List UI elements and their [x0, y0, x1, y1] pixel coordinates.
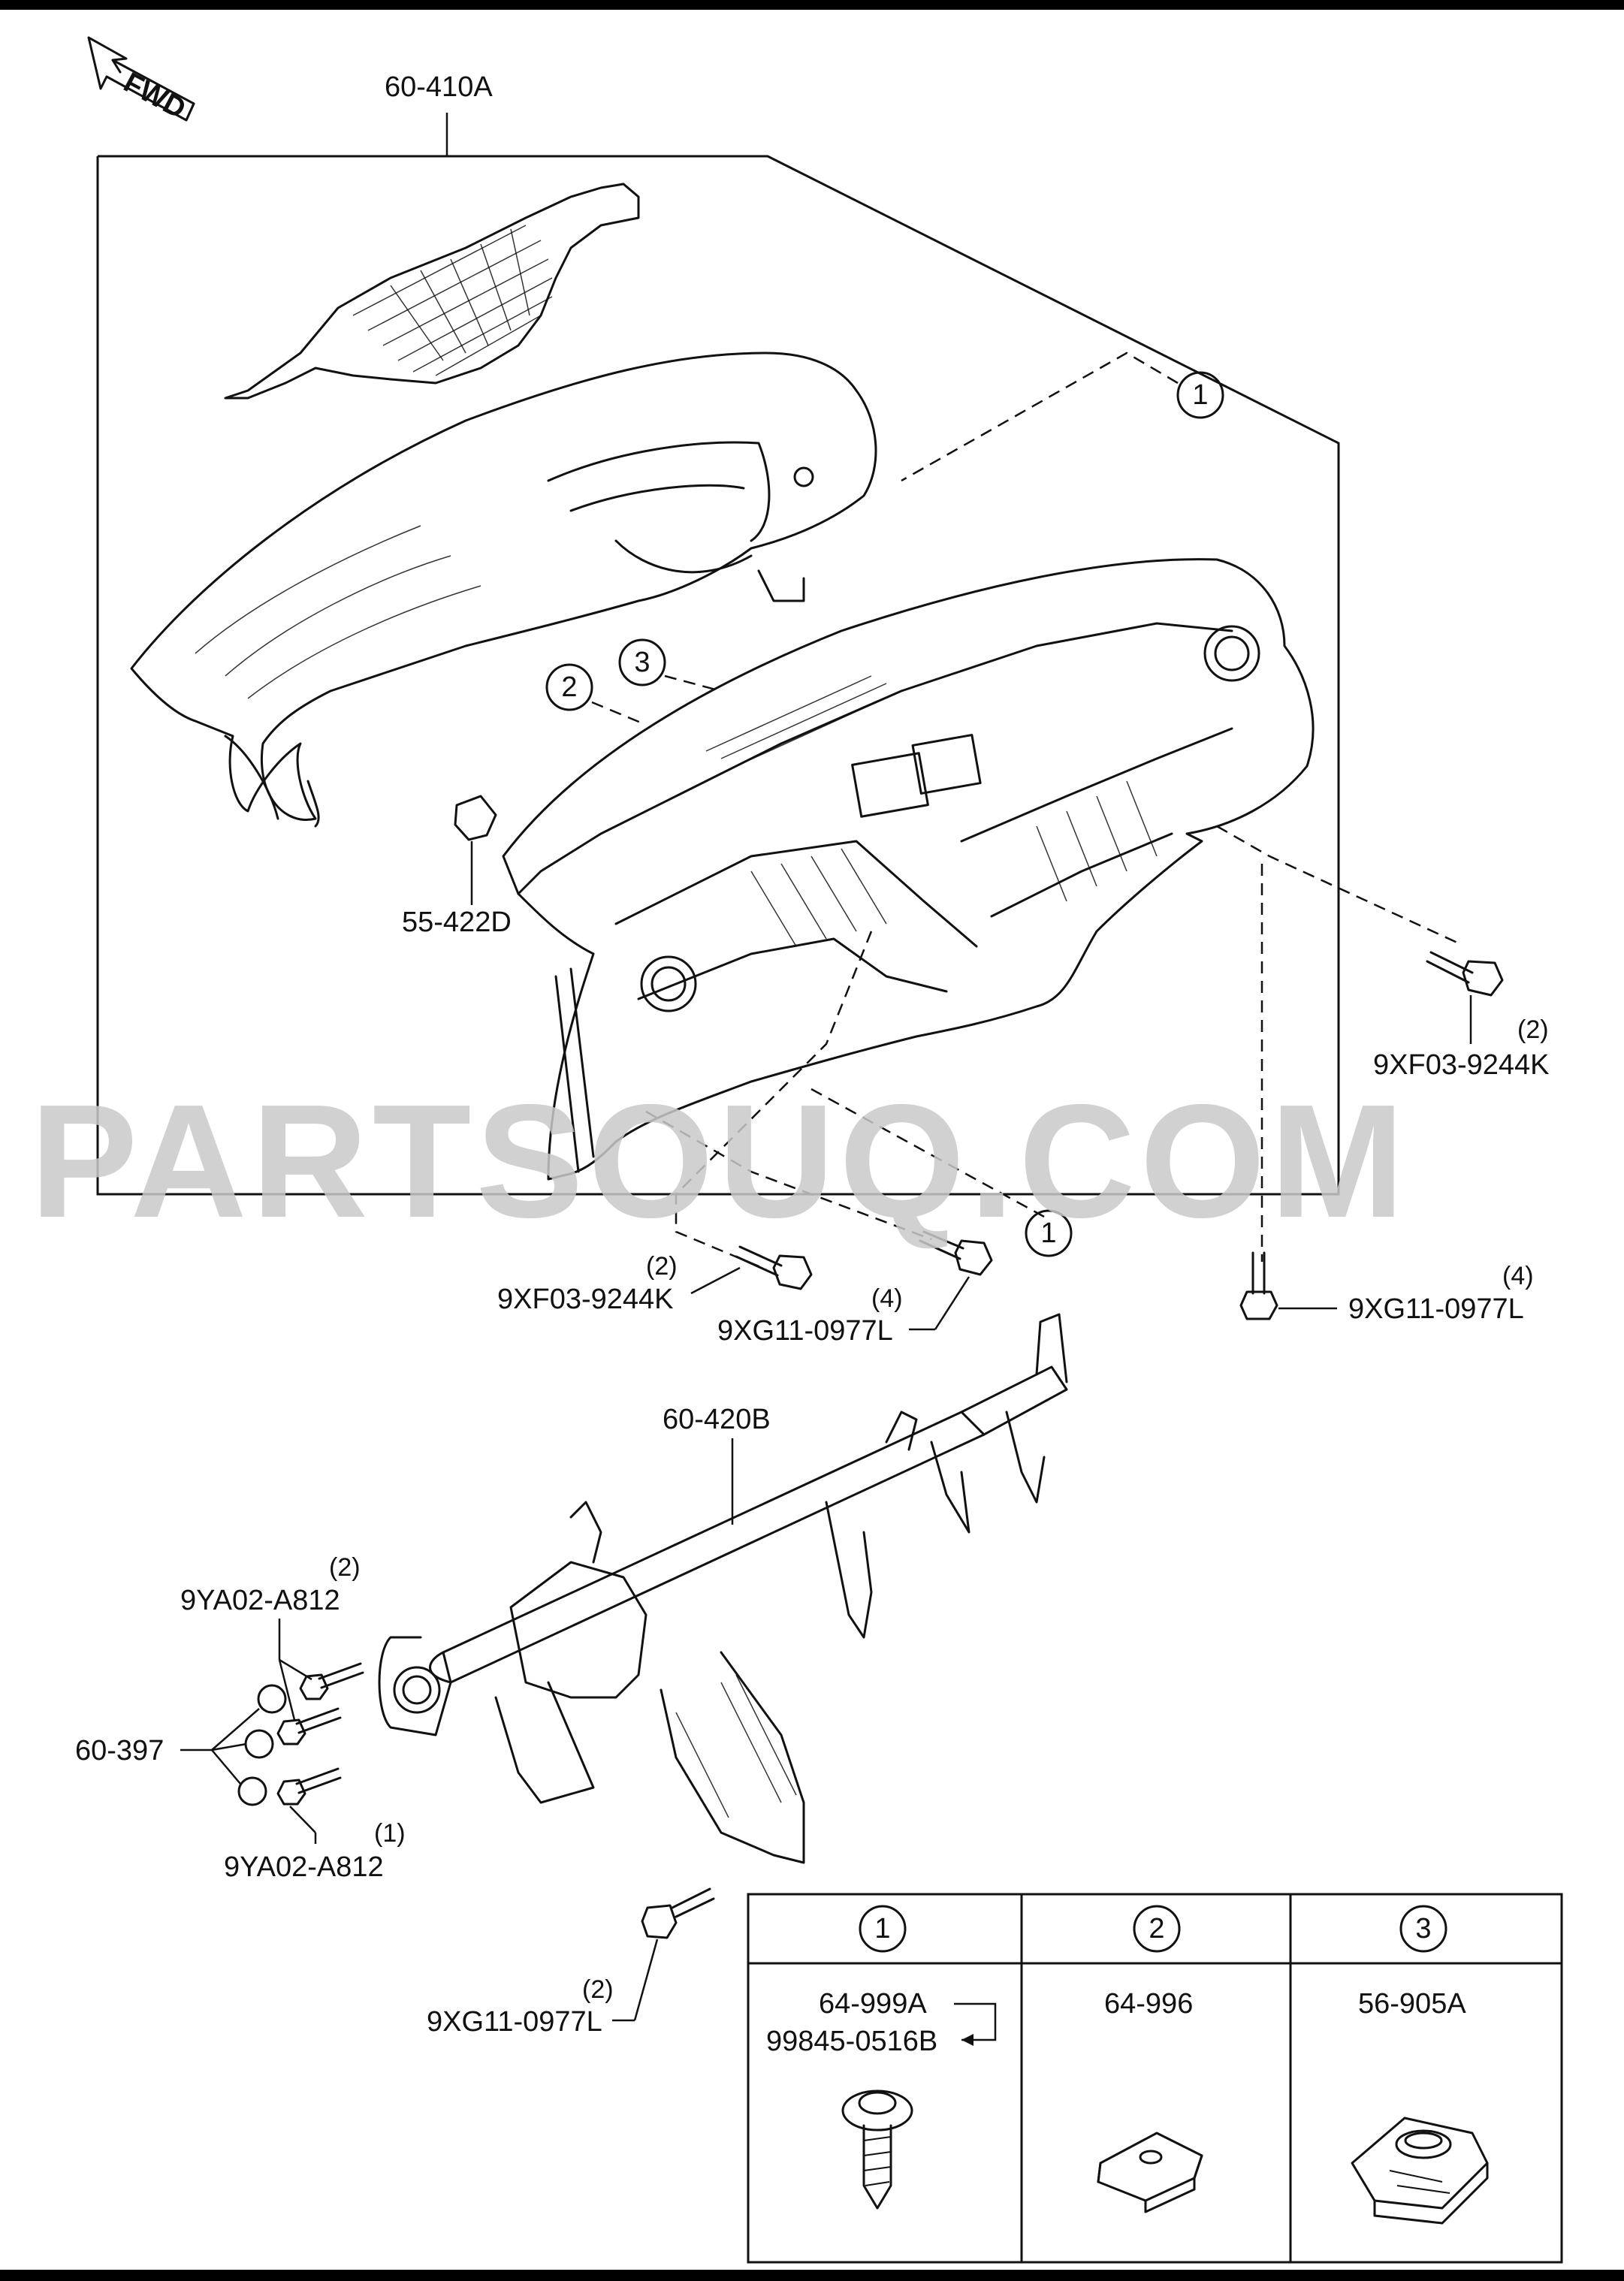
legend-part-1a: 64-999A — [819, 1988, 927, 2020]
label-bolt-b-center: 9XG11-0977L — [717, 1315, 893, 1347]
svg-text:2: 2 — [1149, 1913, 1164, 1945]
bolt-icon-right: (4) 9XG11-0977L — [1239, 1251, 1534, 1325]
watermark-text: PARTSOUQ.COM — [30, 1070, 1409, 1251]
callout-2: 2 — [545, 663, 647, 726]
svg-text:1: 1 — [874, 1913, 890, 1945]
callout-1-lower: 1 — [1025, 1209, 1073, 1257]
instrument-panel-frame: 60-410A — [96, 71, 1340, 1196]
bolt-icon-upper-right: (2) 9XF03-9244K — [1373, 951, 1550, 1081]
instrument-panel-illustration — [502, 558, 1315, 1181]
svg-text:3: 3 — [634, 647, 650, 678]
legend-part-1b: 99845-0516B — [766, 2026, 937, 2057]
top-rule — [0, 0, 1624, 10]
reinforcement-bar-illustration: 60-420B — [378, 1313, 1068, 1864]
label-bolt-c-upper: 9YA02-A812 — [180, 1585, 340, 1616]
label-caps: 60-397 — [75, 1735, 164, 1767]
svg-text:(2): (2) — [582, 1975, 614, 2004]
svg-text:1: 1 — [1040, 1217, 1056, 1249]
callout-3: 3 — [618, 638, 722, 692]
legend-header-3 — [1399, 1905, 1447, 1953]
bolt-icon-bottom: (2) 9XG11-0977L — [427, 1887, 715, 2038]
svg-text:1: 1 — [1192, 379, 1208, 411]
clip-icon: 55-422D — [402, 795, 512, 938]
label-bolt-a-lower: 9XF03-9244K — [497, 1284, 674, 1315]
legend-header-1 — [859, 1905, 907, 1953]
svg-text:(2): (2) — [329, 1553, 361, 1582]
dash-line-lower-left — [675, 931, 873, 1271]
bolt-icon-center: (4) 9XG11-0977L — [717, 1230, 993, 1347]
dashboard-cover-illustration — [130, 183, 877, 828]
nut-clip-icon — [1097, 2132, 1203, 2213]
svg-text:2: 2 — [561, 671, 577, 703]
dash-line-right-bolt — [1216, 825, 1458, 944]
bolt-group-left: (2) 9YA02-A812 60-397 (1) 9YA02-A812 — [75, 1553, 406, 1883]
svg-text:(4): (4) — [871, 1284, 903, 1313]
label-bolt-c-lower: 9YA02-A812 — [224, 1851, 384, 1883]
label-bolt-a-upper: 9XF03-9244K — [1373, 1049, 1550, 1081]
bolt-icon-center-left: (2) 9XF03-9244K — [497, 1245, 813, 1315]
speed-nut-icon — [1351, 2117, 1489, 2225]
svg-text:(2): (2) — [646, 1252, 678, 1281]
label-clip: 55-422D — [402, 907, 512, 938]
callout-1-upper: 1 — [901, 352, 1224, 482]
label-bolt-b-right: 9XG11-0977L — [1348, 1293, 1524, 1325]
svg-text:(4): (4) — [1502, 1262, 1534, 1290]
screw-icon — [841, 2089, 913, 2210]
svg-text:3: 3 — [1415, 1913, 1431, 1945]
legend-table: 1 2 3 64-999A 99845-0516B 64-996 56-905A — [747, 1893, 1563, 2264]
fwd-label: FWD — [119, 67, 191, 125]
label-bolt-b-bottom: 9XG11-0977L — [427, 2006, 602, 2038]
bottom-rule — [0, 2270, 1624, 2281]
dash-line-center — [645, 1110, 932, 1241]
legend-header-2 — [1133, 1905, 1181, 1953]
svg-text:(1): (1) — [374, 1819, 406, 1848]
legend-part-2: 64-996 — [1104, 1988, 1193, 2020]
legend-part-3: 56-905A — [1358, 1988, 1466, 2020]
label-instrument-panel: 60-410A — [385, 71, 493, 103]
dash-line-lower-mid — [810, 1088, 1045, 1218]
fwd-arrow-icon: FWD — [87, 36, 195, 125]
svg-text:(2): (2) — [1517, 1015, 1549, 1044]
label-reinforcement: 60-420B — [663, 1404, 771, 1435]
